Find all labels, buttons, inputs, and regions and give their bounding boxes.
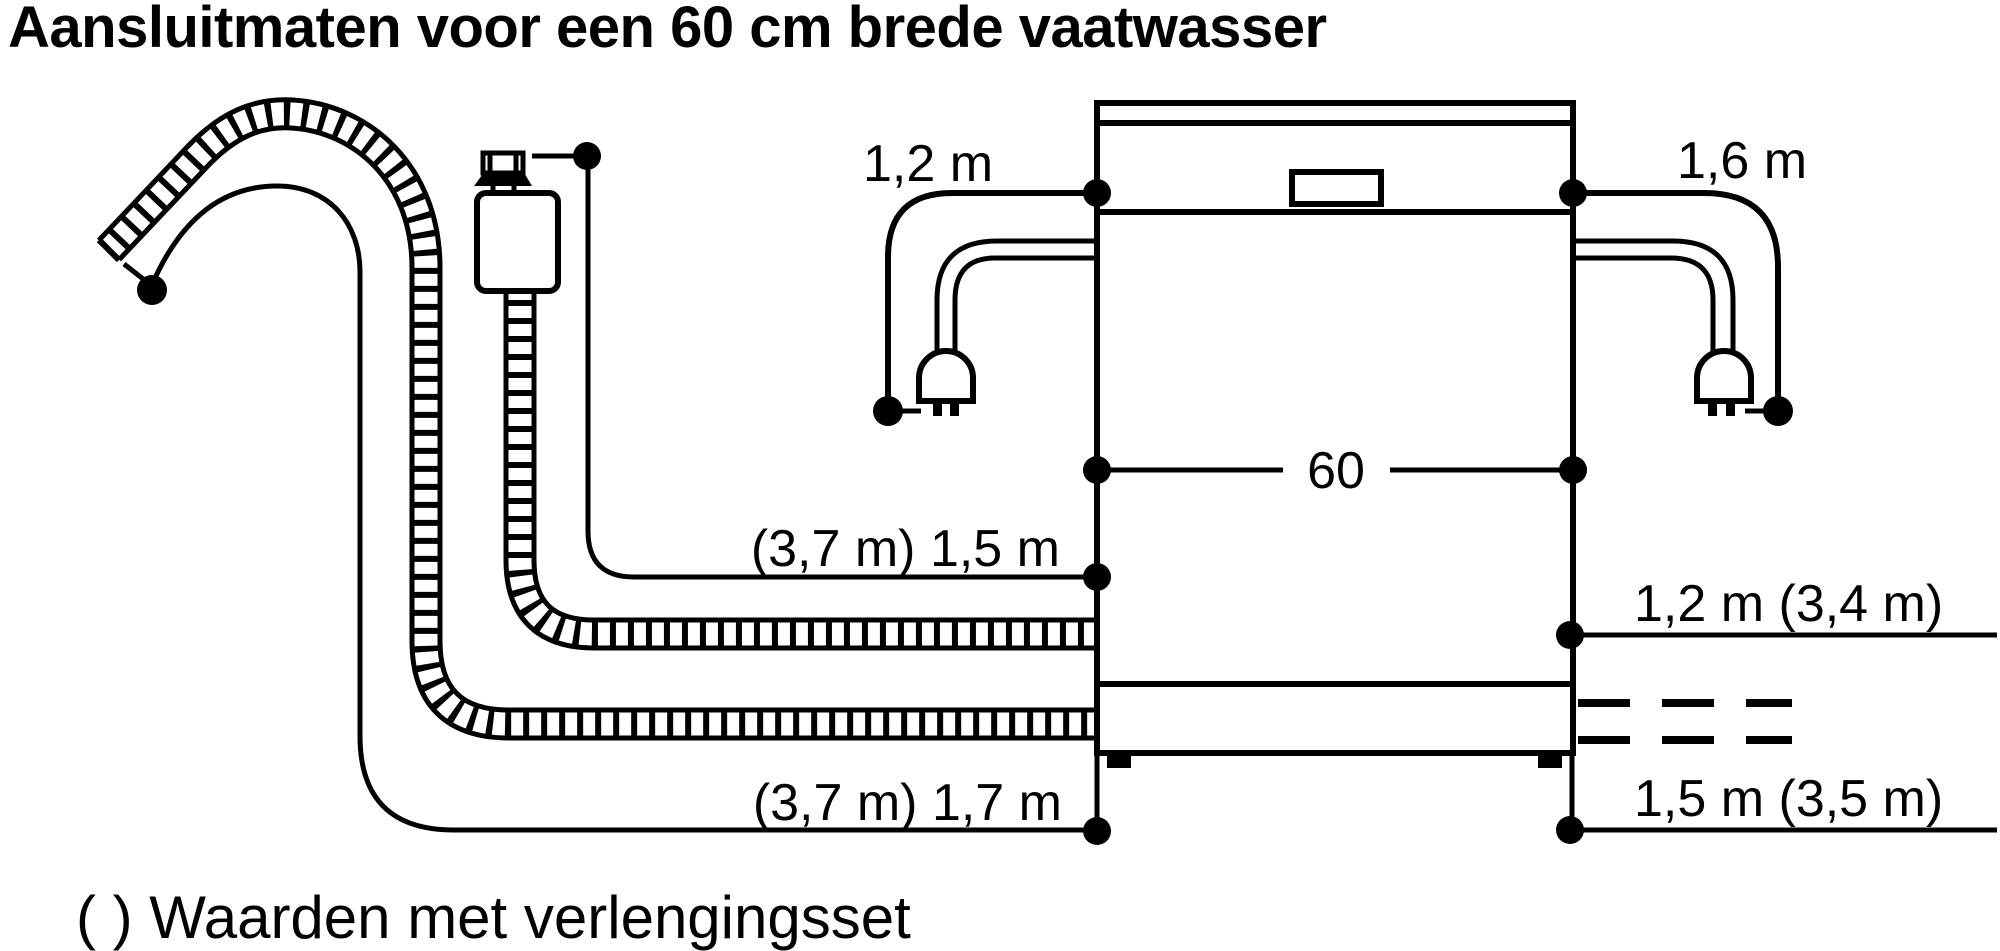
measurement-point-dot	[1083, 563, 1111, 591]
power-plug-right-icon	[1573, 238, 1754, 416]
plug-prong	[950, 401, 959, 416]
measurement-point-dot	[1559, 179, 1587, 207]
measurement-point-dot	[573, 142, 601, 170]
supply-hose-icon	[503, 288, 1102, 651]
supply-hose-left-label: (3,7 m) 1,5 m	[751, 520, 1060, 578]
aquastop-collar	[474, 171, 532, 186]
drain-hose-icon	[96, 97, 1102, 741]
power-cord-right-label: 1,6 m	[1677, 132, 1807, 190]
plug-cable	[1573, 255, 1716, 356]
plug-body	[1694, 348, 1754, 404]
measurement-point-dot	[1559, 456, 1587, 484]
aquastop-body	[474, 190, 561, 294]
footnote: ( ) Waarden met verlengingsset	[76, 884, 911, 951]
drain-hose-end-cap	[96, 237, 122, 263]
measurement-point-dot	[1556, 621, 1584, 649]
measurement-point-dot	[1083, 179, 1111, 207]
plug-prong	[933, 401, 942, 416]
drain-hose-left-label: (3,7 m) 1,7 m	[753, 774, 1062, 832]
drain-right-label: 1,5 m (3,5 m)	[1634, 770, 1943, 828]
width-dimension: 60	[1097, 442, 1573, 500]
measurement-point-dot	[137, 275, 167, 305]
power-plug-left-icon	[916, 238, 1097, 416]
measurement-point-dots	[137, 142, 1793, 845]
door-handle	[1289, 169, 1384, 207]
power-cord-right-measurement-line	[1573, 190, 1781, 414]
power-cord-left-label: 1,2 m	[863, 135, 993, 193]
plug-prong	[1708, 401, 1717, 416]
plug-body	[916, 348, 976, 404]
dishwasher-icon	[1094, 100, 1576, 768]
measurement-point-dot	[1556, 816, 1584, 844]
plug-cable	[934, 238, 1097, 356]
power-cord-left-measurement-line	[885, 190, 1097, 414]
appliance-foot	[1107, 753, 1131, 768]
plug-cable	[952, 255, 1097, 356]
plug-cable	[1573, 238, 1736, 356]
plug-prong	[1726, 401, 1735, 416]
measurement-point-dot	[1083, 817, 1111, 845]
appliance-foot	[1538, 753, 1562, 768]
width-dimension-label: 60	[1307, 442, 1365, 500]
measurement-point-dot	[873, 396, 903, 426]
drain-right-measurement-line	[1569, 756, 1997, 833]
drain-height-dashed-lines	[1578, 699, 1792, 744]
measurement-point-dot	[1763, 396, 1793, 426]
page-title: Aansluitmaten voor een 60 cm brede vaatw…	[8, 0, 1327, 60]
measurement-point-dot	[1083, 456, 1111, 484]
supply-right-label: 1,2 m (3,4 m)	[1634, 575, 1943, 633]
aquastop-valve-icon	[474, 150, 561, 294]
supply-hose-measurement-line	[532, 153, 1090, 580]
